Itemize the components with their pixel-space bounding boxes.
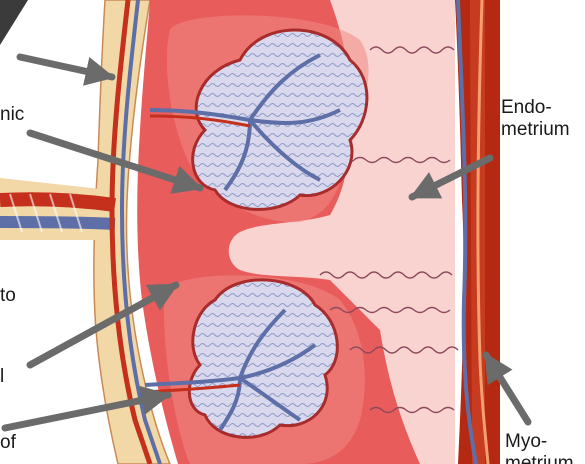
label-of-partial: of	[0, 432, 16, 454]
label-to-partial: to	[0, 285, 16, 307]
label-myometrium: Myo- metrium	[505, 431, 574, 464]
label-villus-partial: nic	[0, 104, 24, 126]
label-endometrium: Endo- metrium	[501, 97, 570, 141]
label-l-partial: l	[0, 366, 4, 388]
